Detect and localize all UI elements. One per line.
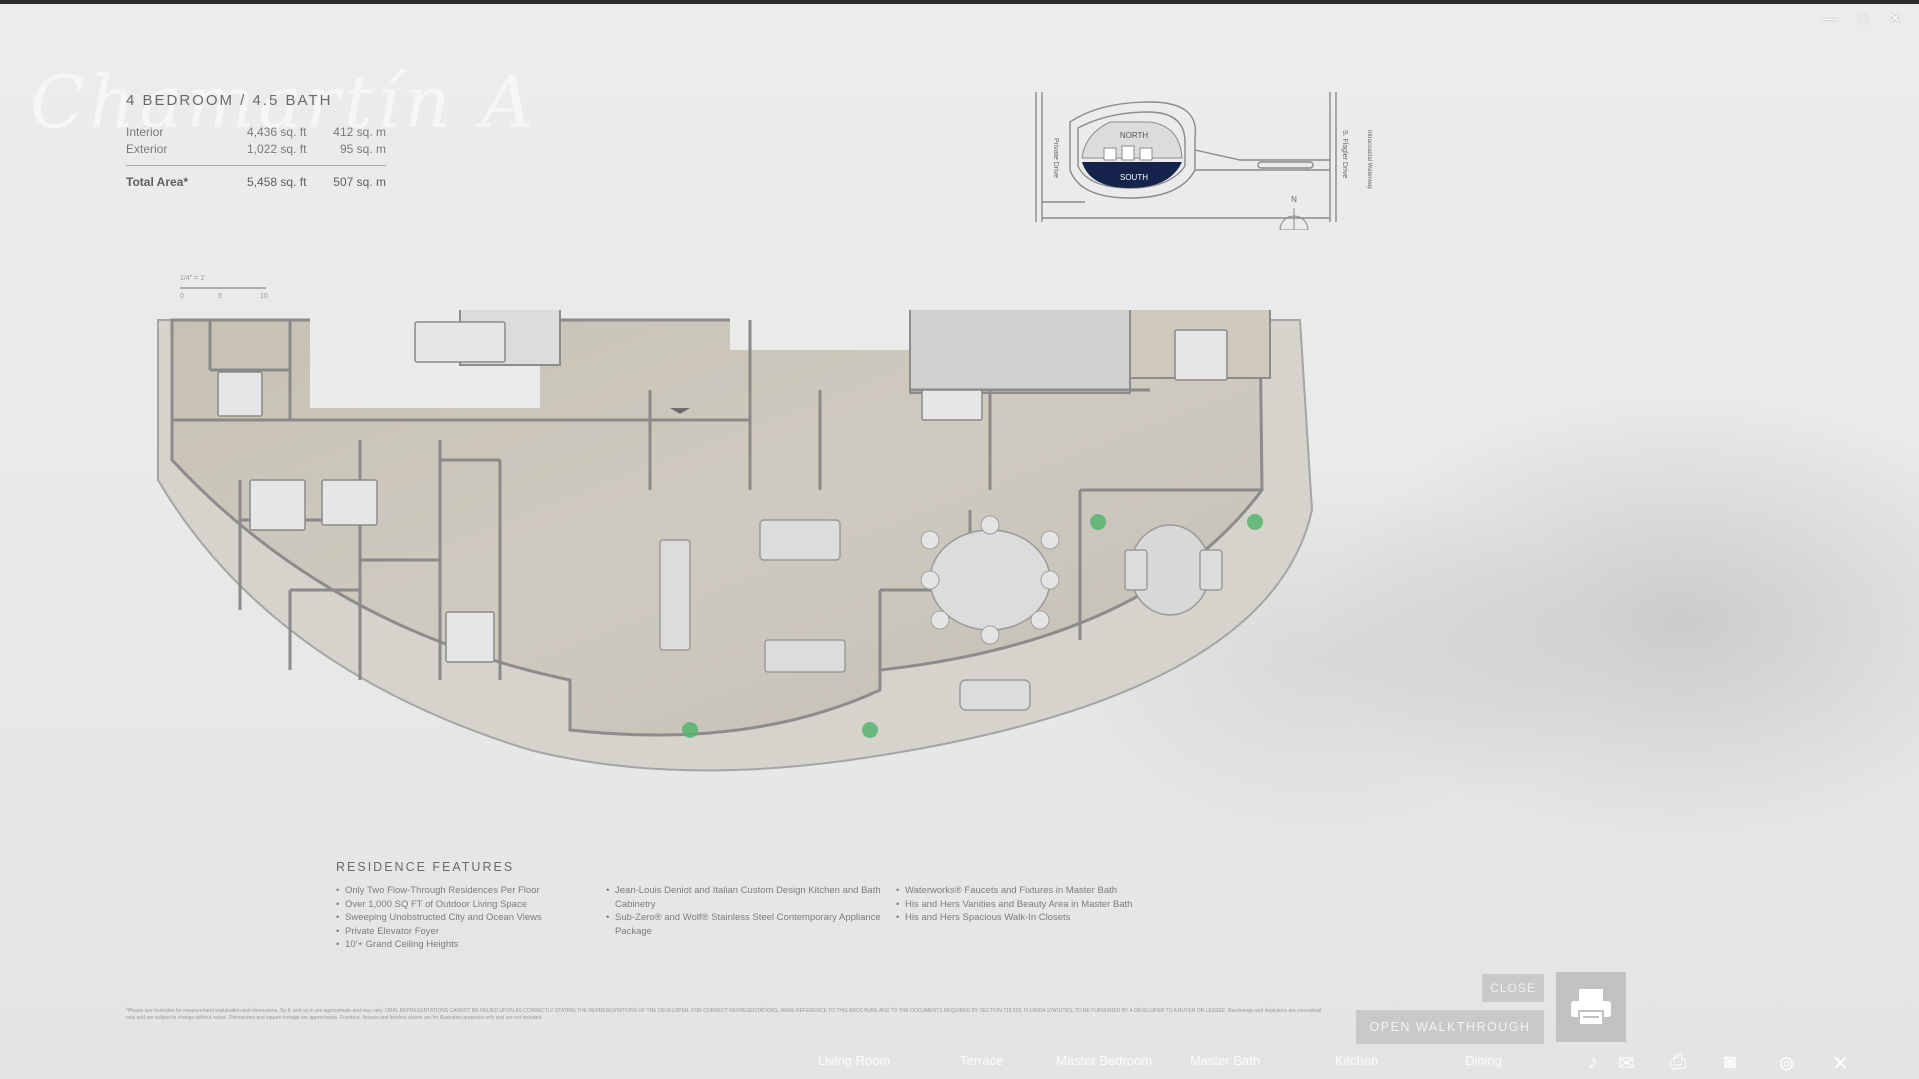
bottom-navigation: Living Room Terrace Master Bedroom Maste… <box>0 1045 1919 1079</box>
close-button[interactable]: CLOSE <box>1482 974 1544 1002</box>
residence-features: RESIDENCE FEATURES Only Two Flow-Through… <box>336 860 1196 952</box>
legal-disclaimer: *Please see footnotes for measurement ex… <box>126 1008 1322 1021</box>
feature-item: Only Two Flow-Through Residences Per Flo… <box>336 884 606 898</box>
area-label: Interior <box>126 125 164 139</box>
scale-bar: 1/4" = 1' 0 5 10 <box>180 275 268 300</box>
print-button[interactable] <box>1556 972 1626 1042</box>
mail-icon[interactable]: ✉ <box>1618 1053 1635 1075</box>
scale-tick: 5 <box>218 293 222 300</box>
feature-item: Private Elevator Foyer <box>336 925 606 939</box>
street-right-label: S. Flagler Drive <box>1341 130 1348 178</box>
nav-dining[interactable]: Dining <box>1465 1053 1502 1068</box>
open-walkthrough-button[interactable]: OPEN WALKTHROUGH <box>1356 1010 1544 1044</box>
area-sqm: 507 sq. m <box>333 175 386 189</box>
feature-item: Over 1,000 SQ FT of Outdoor Living Space <box>336 898 606 912</box>
scale-tick: 10 <box>260 293 268 300</box>
maximize-button[interactable]: □ <box>1858 10 1868 26</box>
features-column-1: Only Two Flow-Through Residences Per Flo… <box>336 884 606 952</box>
area-row-exterior: Exterior 1,022 sq. ft 95 sq. m <box>126 142 386 159</box>
area-label: Total Area* <box>126 175 189 189</box>
area-sqft: 4,436 sq. ft <box>247 125 307 139</box>
key-plan: NORTH SOUTH Private Drive S. Flagler Dri… <box>1035 92 1372 230</box>
nav-master-bedroom[interactable]: Master Bedroom <box>1056 1053 1153 1068</box>
area-sqm: 412 sq. m <box>333 125 386 139</box>
print-icon[interactable]: ⎙ <box>1670 1051 1686 1073</box>
compass-icon <box>1279 208 1309 230</box>
feature-item: Waterworks® Faucets and Fixtures in Mast… <box>896 884 1186 898</box>
features-column-2: Jean-Louis Deniot and Italian Custom Des… <box>606 884 896 952</box>
area-label: Exterior <box>126 142 168 156</box>
feature-item: Sub-Zero® and Wolf® Stainless Steel Cont… <box>606 911 896 938</box>
features-title: RESIDENCE FEATURES <box>336 860 515 874</box>
residence-name-watermark: Chamartín A <box>30 60 538 144</box>
minimize-button[interactable]: — <box>1822 10 1837 26</box>
window-top-bar <box>0 0 1919 4</box>
unit-title: 4 BEDROOM / 4.5 BATH <box>126 92 333 109</box>
nav-terrace[interactable]: Terrace <box>960 1053 1004 1068</box>
area-sqft: 5,458 sq. ft <box>247 175 307 189</box>
area-row-total: Total Area* 5,458 sq. ft 507 sq. m <box>126 165 386 192</box>
compass-label: N <box>1291 195 1297 204</box>
printer-icon <box>1571 989 1611 1026</box>
floor-plan <box>157 310 1314 772</box>
nav-kitchen[interactable]: Kitchen <box>1335 1053 1379 1068</box>
nav-living-room[interactable]: Living Room <box>818 1053 891 1068</box>
close-icon[interactable]: ✕ <box>1832 1053 1849 1075</box>
feature-item: Sweeping Unobstructed City and Ocean Vie… <box>336 911 606 925</box>
area-row-interior: Interior 4,436 sq. ft 412 sq. m <box>126 125 386 142</box>
feature-item: His and Hers Vanities and Beauty Area in… <box>896 898 1186 912</box>
window-close-button[interactable]: ✕ <box>1889 10 1901 26</box>
south-unit-highlight <box>1082 162 1182 188</box>
street-left-label: Private Drive <box>1052 138 1059 178</box>
north-label: NORTH <box>1120 131 1149 140</box>
window-controls: — □ ✕ <box>1823 10 1901 27</box>
area-sqft: 1,022 sq. ft <box>247 142 307 156</box>
south-label: SOUTH <box>1120 173 1148 182</box>
feature-item: His and Hers Spacious Walk-In Closets <box>896 911 1186 925</box>
feature-item: Jean-Louis Deniot and Italian Custom Des… <box>606 884 896 911</box>
share-icon[interactable]: ⊚ <box>1778 1053 1795 1075</box>
scale-label: 1/4" = 1' <box>180 275 205 282</box>
camera-icon[interactable]: ◙ <box>1724 1051 1737 1073</box>
nav-master-bath[interactable]: Master Bath <box>1190 1053 1261 1068</box>
waterway-label: Intracoastal Waterway <box>1366 130 1372 189</box>
unit-summary: 4 BEDROOM / 4.5 BATH Interior 4,436 sq. … <box>126 92 386 192</box>
plant-icons <box>682 514 1263 738</box>
scale-tick: 0 <box>180 293 184 300</box>
music-icon[interactable]: ♪ <box>1588 1051 1598 1073</box>
area-sqm: 95 sq. m <box>339 142 386 156</box>
feature-item: 10'+ Grand Ceiling Heights <box>336 938 606 952</box>
features-column-3: Waterworks® Faucets and Fixtures in Mast… <box>896 884 1186 952</box>
